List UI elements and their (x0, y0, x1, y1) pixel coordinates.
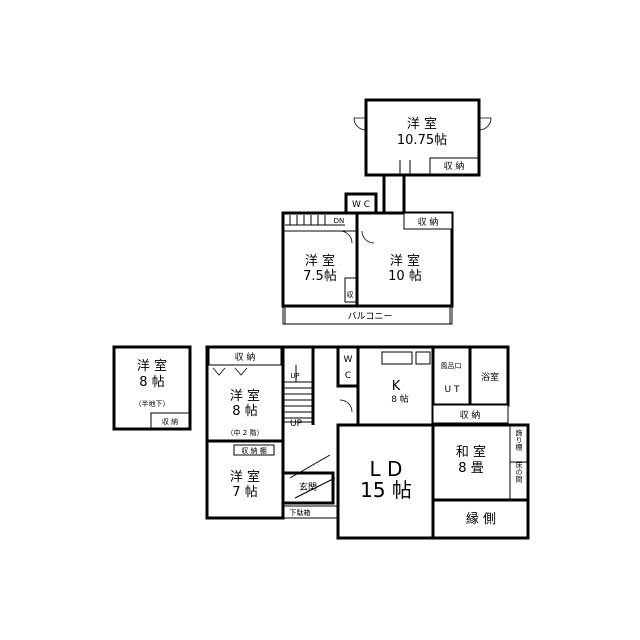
room-size: 10.75帖 (397, 133, 447, 148)
room-size: 7 帖 (232, 485, 257, 500)
room-western-10-75: 洋 室 10.75帖 収 納 (353, 98, 492, 177)
entrance-box (281, 471, 335, 505)
upper-floor: W C DN 収 納 洋 室 7.5帖 収 洋 室 10 帖 バルコニー (281, 192, 454, 325)
room-size: 7.5帖 (303, 269, 337, 284)
storage-mid (208, 347, 282, 366)
room-size: 8 帖 (391, 393, 409, 405)
room-name: 洋 室 (230, 388, 260, 404)
storage-label: 収 納 (235, 351, 256, 363)
storage-label: 収 納 (444, 160, 465, 172)
engawa-label: 縁 側 (466, 511, 496, 527)
storage-upper (403, 212, 453, 230)
wc-label-w: W (344, 355, 353, 365)
entrance-label: 玄関 (299, 481, 317, 493)
room-name: 洋 室 (230, 469, 260, 485)
room-name: K (392, 379, 401, 394)
tokonoma-label: 床の間 (515, 461, 523, 484)
storage-shelf (233, 444, 275, 456)
storage-label: 収 納 (460, 409, 481, 421)
balcony-label: バルコニー (348, 311, 393, 322)
storage-label: 収 納 (162, 417, 178, 426)
room-name: 洋 室 (305, 253, 335, 269)
wc-label-c: C (345, 371, 351, 381)
ut-label: U T (445, 385, 460, 395)
tokonoma-label: 飾り棚 (515, 429, 523, 452)
room-name: L D (370, 457, 403, 481)
storage-right (432, 404, 509, 424)
room-note: （中 2 階） (227, 428, 264, 437)
room-size: 8 帖 (232, 404, 257, 419)
up-label: UP (290, 419, 303, 429)
storage-label: 収 納 棚 (241, 446, 266, 455)
handwash-label: 風呂口 (441, 362, 462, 370)
room-size: 8 帖 (139, 375, 164, 390)
corridor-upper (382, 175, 406, 213)
shoe-label: 下駄箱 (290, 508, 311, 517)
room-name: 洋 室 (407, 116, 437, 132)
storage-basement (150, 412, 190, 429)
room-name: 洋 室 (137, 358, 167, 374)
engawa-box (431, 498, 530, 540)
wc-upper-box (344, 192, 378, 215)
storage-label: 収 納 (418, 216, 439, 228)
room-name: 和 室 (456, 444, 486, 460)
wc-label: W C (352, 200, 370, 210)
room-note: （半地下） (135, 399, 170, 408)
balcony (282, 305, 453, 325)
room-basement-western: 洋 室 8 帖 （半地下） 収 納 (112, 345, 192, 431)
room-size: 15 帖 (360, 478, 412, 502)
room-size: 8 畳 (458, 461, 483, 476)
dn-label: DN (334, 217, 345, 225)
storage-label: 収 (347, 291, 354, 299)
bath-label: 浴室 (481, 371, 499, 383)
room-name: 洋 室 (390, 253, 420, 269)
storage-small (344, 277, 357, 303)
up-label: UP (290, 372, 299, 380)
stairs-upper (285, 215, 345, 226)
main-floor: 収 納 洋 室 8 帖 （中 2 階） 収 納 棚 洋 室 7 帖 UP UP … (205, 345, 530, 540)
room-size: 10 帖 (388, 269, 422, 284)
